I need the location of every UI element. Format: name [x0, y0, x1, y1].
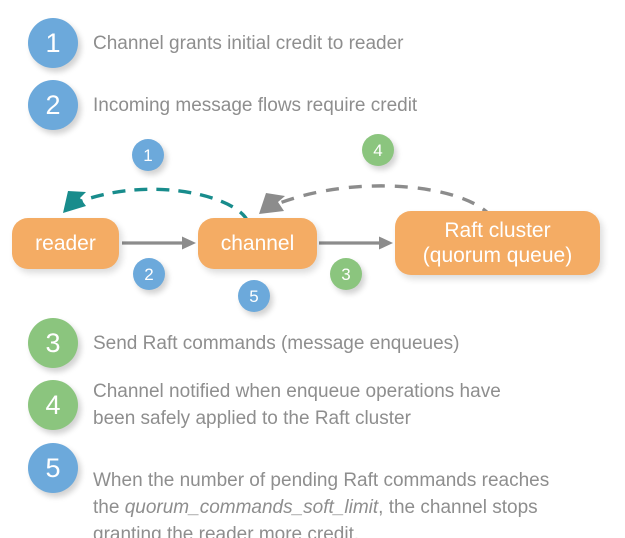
edge-marker-1: 1: [132, 139, 164, 171]
node-channel[interactable]: channel: [198, 218, 317, 269]
legend-text-2: Incoming message flows require credit: [93, 95, 418, 116]
legend-text-5: When the number of pending Raft commands…: [93, 440, 625, 538]
legend-text-5-before: When the number of pending Raft commands…: [93, 470, 550, 518]
legend-badge-4: 4: [28, 380, 78, 430]
legend-badge-3: 3: [28, 318, 78, 368]
edge-marker-4: 4: [362, 134, 394, 166]
legend-text-5-config-key: quorum_commands_soft_limit: [124, 497, 379, 518]
edge-marker-3: 3: [330, 258, 362, 290]
legend-text-4: Channel notified when enqueue operations…: [93, 381, 501, 429]
edge-marker-2: 2: [133, 258, 165, 290]
legend-text-1: Channel grants initial credit to reader: [93, 33, 404, 54]
legend-badge-1: 1: [28, 18, 78, 68]
node-reader[interactable]: reader: [12, 218, 119, 269]
edge-marker-5: 5: [238, 280, 270, 312]
node-raft-cluster[interactable]: Raft cluster (quorum queue): [395, 211, 600, 275]
legend-text-5-after: , the channel stops granting the reader …: [93, 497, 538, 538]
legend-text-3: Send Raft commands (message enqueues): [93, 333, 460, 354]
legend-badge-2: 2: [28, 80, 78, 130]
edge-reader-to-channel: [122, 236, 196, 250]
legend-badge-5: 5: [28, 443, 78, 493]
edge-channel-to-raft: [319, 236, 393, 250]
